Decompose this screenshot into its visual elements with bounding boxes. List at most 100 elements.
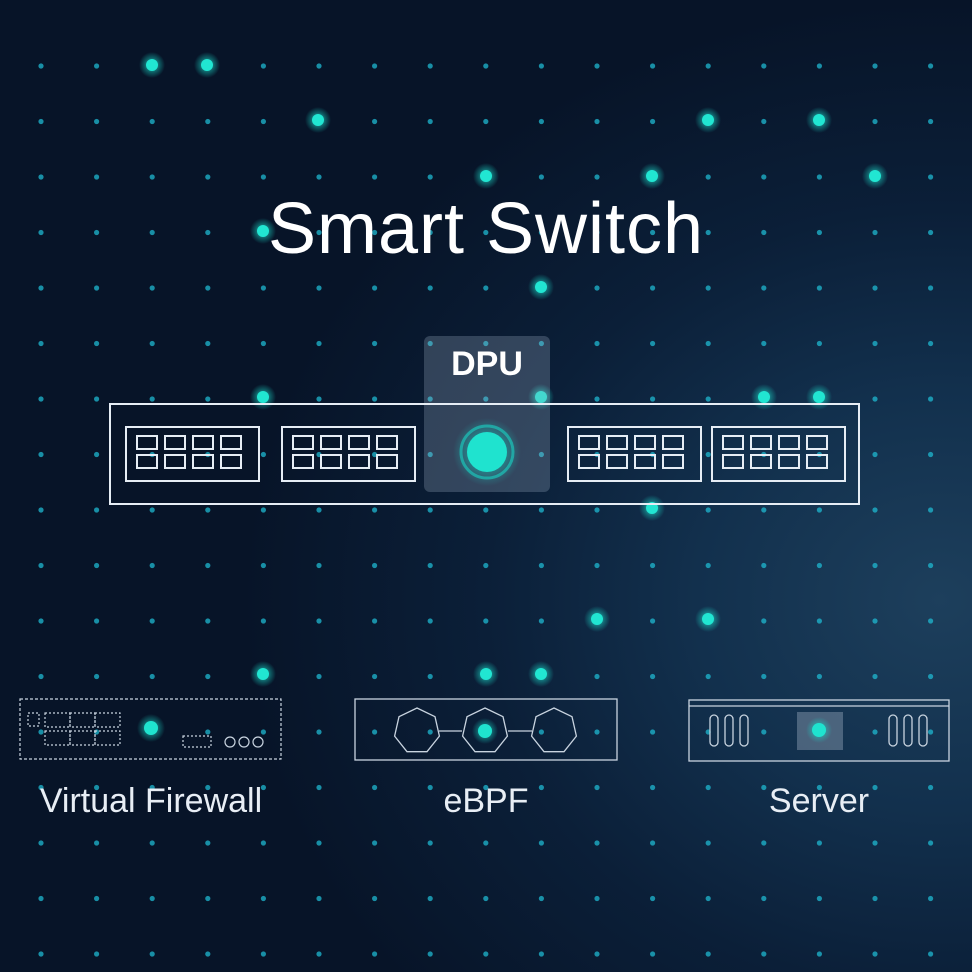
grid-dot (483, 229, 489, 236)
grid-dot (483, 118, 489, 125)
grid-dot (38, 840, 44, 846)
grid-dot (316, 840, 322, 846)
grid-dot (205, 729, 211, 735)
grid-dot (149, 895, 155, 902)
grid-dot (260, 729, 266, 735)
grid-dot (38, 396, 44, 402)
grid-dot (94, 784, 100, 791)
grid-dot (928, 229, 934, 236)
grid-dot (650, 673, 656, 680)
grid-dot (316, 229, 322, 236)
grid-dot (816, 951, 823, 957)
dpu-chip-icon (453, 418, 521, 486)
ebpf-node-right (530, 707, 578, 753)
grid-dot (149, 951, 155, 957)
grid-dot (94, 618, 100, 624)
port-block-1 (125, 426, 260, 482)
grid-dot (761, 118, 767, 125)
port-icon (806, 435, 828, 450)
grid-dot (928, 951, 934, 957)
grid-dot (650, 396, 656, 402)
grid-dot (316, 340, 322, 347)
grid-dot (205, 673, 211, 680)
grid-dot (538, 174, 545, 180)
grid-dot (372, 340, 378, 347)
grid-dot (316, 951, 322, 957)
port-icon (348, 454, 370, 469)
grid-dot (872, 673, 878, 680)
grid-dot (816, 507, 823, 513)
dpu-label: DPU (451, 345, 523, 383)
grid-dot (650, 285, 656, 291)
grid-dot (372, 451, 378, 458)
grid-dot (816, 285, 823, 291)
grid-dot (538, 840, 545, 846)
grid-dot (149, 340, 155, 347)
port-icon (578, 454, 600, 469)
grid-dot (761, 63, 767, 69)
port-icon (750, 454, 772, 469)
grid-dot (594, 562, 600, 569)
grid-dot (372, 396, 378, 402)
glowing-dot (591, 613, 603, 625)
grid-dot (705, 63, 711, 69)
port-icon (164, 454, 186, 469)
grid-dot (372, 784, 378, 791)
server-label: Server (768, 782, 870, 820)
port-icon (348, 435, 370, 450)
grid-dot (705, 396, 711, 402)
grid-dot (761, 507, 767, 513)
grid-dot (705, 895, 711, 902)
grid-dot (650, 784, 656, 791)
glowing-dot (257, 391, 269, 403)
grid-dot (427, 285, 433, 291)
grid-dot (260, 562, 266, 569)
grid-dot (427, 396, 433, 402)
grid-dot (538, 618, 545, 624)
grid-dot (816, 618, 823, 624)
glowing-dot (312, 114, 324, 126)
grid-dot (816, 340, 823, 347)
grid-dot (149, 673, 155, 680)
grid-dot (594, 729, 600, 735)
grid-dot (372, 507, 378, 513)
glowing-dot (813, 391, 825, 403)
grid-dot (149, 174, 155, 180)
grid-dot (816, 229, 823, 236)
grid-dot (872, 396, 878, 402)
grid-dot (872, 507, 878, 513)
grid-dot (538, 784, 545, 791)
grid-dot (594, 840, 600, 846)
grid-dot (205, 562, 211, 569)
grid-dot (372, 174, 378, 180)
glowing-dot (702, 613, 714, 625)
grid-dot (372, 229, 378, 236)
grid-dot (761, 784, 767, 791)
port-icon (320, 454, 342, 469)
grid-dot (872, 784, 878, 791)
grid-dot (538, 340, 545, 347)
grid-dot (316, 285, 322, 291)
glowing-dot (480, 668, 492, 680)
grid-dot (816, 174, 823, 180)
grid-dot (816, 562, 823, 569)
grid-dot (372, 118, 378, 125)
port-icon (750, 435, 772, 450)
port-icon (806, 454, 828, 469)
grid-dot (316, 396, 322, 402)
grid-dot (205, 396, 211, 402)
grid-dot (38, 562, 44, 569)
grid-dot (594, 784, 600, 791)
grid-dot (761, 673, 767, 680)
grid-dot (594, 118, 600, 125)
grid-dot (94, 951, 100, 957)
grid-dot (205, 784, 211, 791)
grid-dot (538, 507, 545, 513)
grid-dot (538, 229, 545, 236)
grid-dot (38, 729, 44, 735)
grid-dot (483, 507, 489, 513)
grid-dot (316, 895, 322, 902)
grid-dot (316, 562, 322, 569)
grid-dot (872, 729, 878, 735)
glowing-dot (201, 59, 213, 71)
